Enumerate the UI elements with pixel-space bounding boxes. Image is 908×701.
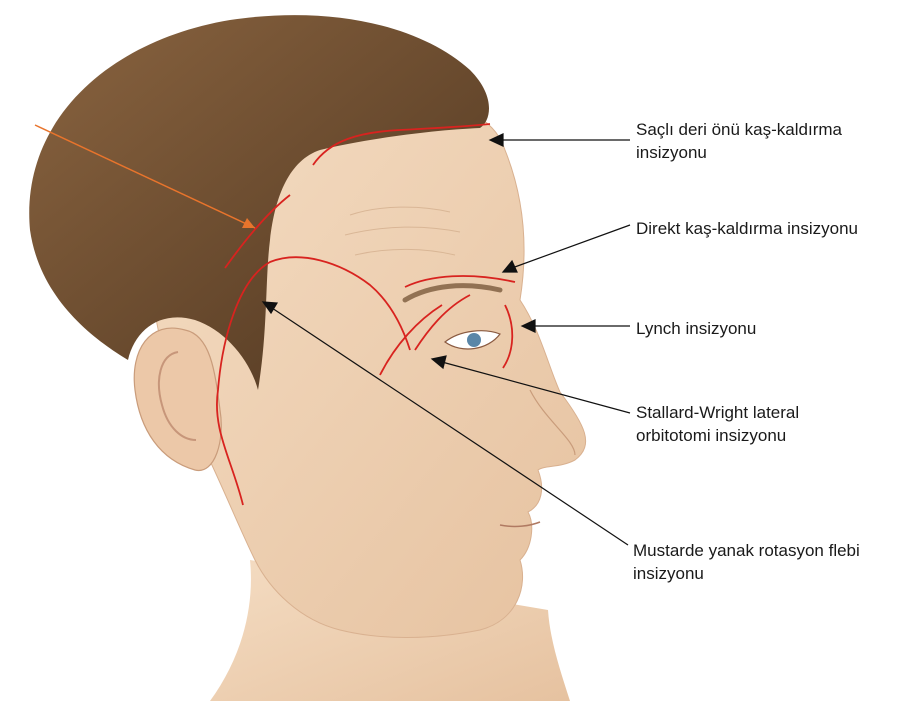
label-lynch-incision: Lynch insizyonu <box>636 317 756 340</box>
label-stallard-wright-incision: Stallard-Wright lateral orbitotomi insiz… <box>636 401 799 447</box>
leader-direct-browlift <box>512 225 630 268</box>
label-scalp-browlift-incision: Saçlı deri önü kaş-kaldırma insizyonu <box>636 118 842 164</box>
iris <box>467 333 481 347</box>
label-direct-browlift-incision: Direkt kaş-kaldırma insizyonu <box>636 217 858 240</box>
label-mustarde-incision: Mustarde yanak rotasyon flebi insizyonu <box>633 539 860 585</box>
